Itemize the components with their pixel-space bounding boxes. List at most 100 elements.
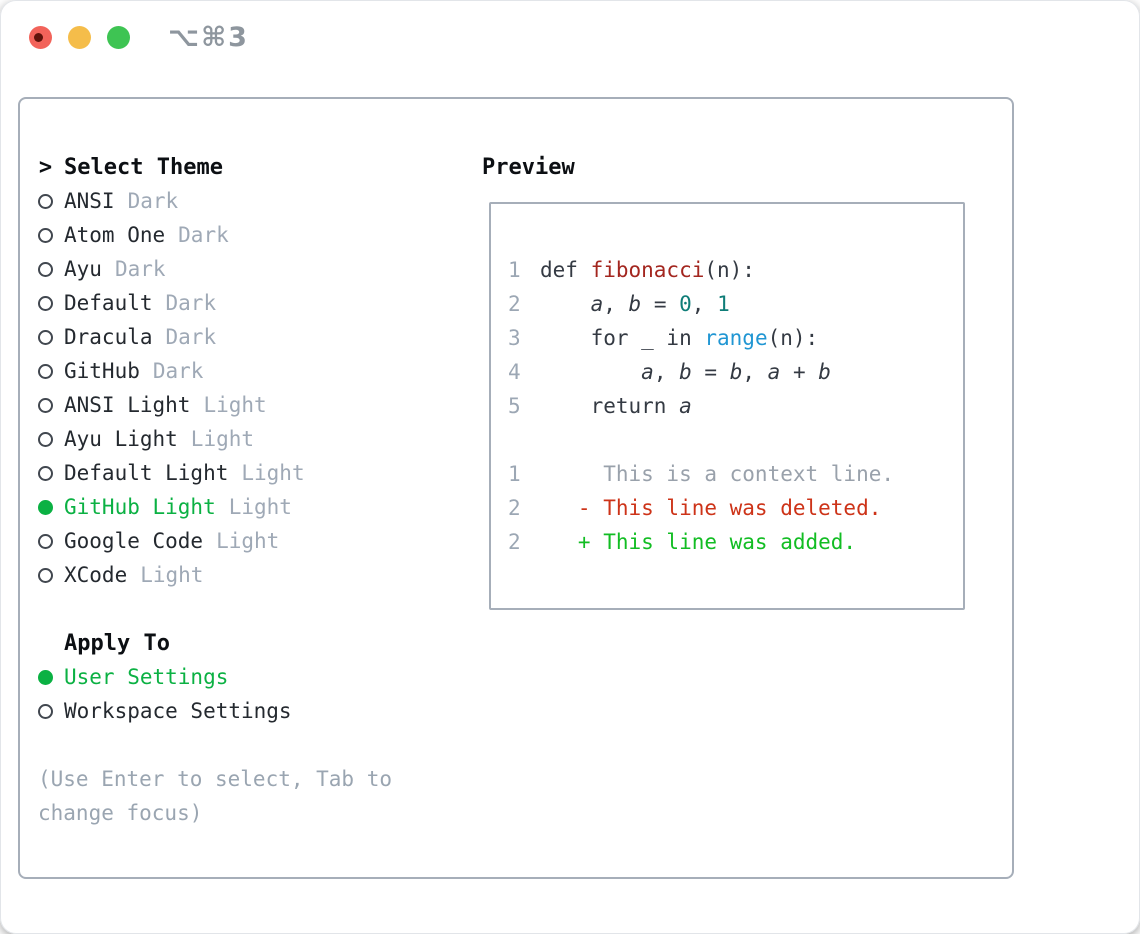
theme-name: Ayu: [64, 257, 102, 281]
code-text: a, b = b, a + b: [641, 360, 831, 384]
line-number: 2: [508, 496, 521, 520]
radio-selected-icon: [38, 499, 53, 515]
apply-to-header: Apply To: [38, 626, 482, 660]
diff-line-added: 2 + This line was added.: [508, 525, 963, 559]
radio-icon: [38, 533, 53, 549]
apply-to-heading: Apply To: [64, 630, 170, 656]
zoom-button[interactable]: [107, 25, 130, 49]
line-number: 1: [508, 258, 521, 282]
theme-variant-tag: Dark: [127, 189, 179, 213]
radio-icon: [38, 227, 53, 243]
theme-name: XCode: [64, 563, 128, 587]
code-text: return a: [540, 394, 692, 418]
theme-name: Google Code: [64, 529, 204, 553]
selection-caret-icon: >: [38, 154, 53, 180]
radio-slot: [38, 533, 53, 549]
line-number: 1: [508, 462, 521, 486]
theme-option-ansi[interactable]: ANSI Dark: [38, 184, 482, 218]
diff-line-context: 1 This is a context line.: [508, 457, 963, 491]
spacer: [38, 592, 482, 626]
radio-slot: [38, 465, 53, 481]
diff-text: This is a context line.: [540, 462, 895, 486]
line-number: 5: [508, 394, 521, 418]
line-number: 2: [508, 530, 521, 554]
radio-icon: [38, 193, 53, 209]
apply-option-label: User Settings: [64, 665, 229, 689]
theme-variant-tag: Dark: [152, 359, 204, 383]
radio-slot: [38, 567, 53, 583]
code-line: 2 a, b = 0, 1: [508, 287, 963, 321]
theme-name: Default Light: [64, 461, 229, 485]
titlebar: ⌥⌘3: [0, 0, 1140, 74]
radio-slot: [38, 703, 53, 719]
theme-option-ayu-light[interactable]: Ayu Light Light: [38, 422, 482, 456]
apply-option-workspace-settings[interactable]: Workspace Settings: [38, 694, 482, 728]
radio-slot: [38, 669, 53, 685]
theme-variant-tag: Light: [216, 529, 280, 553]
code-line: 3 for _ in range(n):: [508, 321, 963, 355]
radio-slot: [38, 227, 53, 243]
select-theme-heading: Select Theme: [64, 154, 223, 180]
radio-slot: [38, 329, 53, 345]
radio-slot: [38, 499, 53, 515]
theme-variant-tag: Light: [203, 393, 267, 417]
code-text: a, b = 0, 1: [590, 292, 730, 316]
diff-line-deleted: 2 - This line was deleted.: [508, 491, 963, 525]
line-number: 2: [508, 292, 521, 316]
radio-slot: [38, 193, 53, 209]
code-line: 5 return a: [508, 389, 963, 423]
preview-heading: Preview: [482, 154, 575, 180]
radio-selected-icon: [38, 669, 53, 685]
theme-variant-tag: Light: [190, 427, 255, 451]
theme-name: GitHub Light: [64, 495, 216, 519]
theme-name: GitHub: [64, 359, 140, 383]
theme-variant-tag: Dark: [165, 291, 217, 315]
theme-option-default-light[interactable]: Default Light Light: [38, 456, 482, 490]
diff-text: - This line was deleted.: [540, 496, 882, 520]
theme-option-ansi-light[interactable]: ANSI Light Light: [38, 388, 482, 422]
apply-option-user-settings[interactable]: User Settings: [38, 660, 482, 694]
theme-variant-tag: Dark: [178, 223, 229, 247]
theme-option-github[interactable]: GitHub Dark: [38, 354, 482, 388]
close-dot-icon: [34, 32, 43, 42]
code-text: for _ in range(n):: [540, 326, 819, 350]
theme-option-google-code[interactable]: Google Code Light: [38, 524, 482, 558]
radio-slot: [38, 431, 53, 447]
radio-slot: [38, 363, 53, 379]
radio-icon: [38, 465, 53, 481]
line-number: 3: [508, 326, 521, 350]
theme-name: Default: [64, 291, 153, 315]
diff-preview: 1 This is a context line.2 - This line w…: [508, 457, 963, 559]
select-theme-header: > Select Theme: [38, 150, 482, 184]
theme-variant-tag: Light: [241, 461, 305, 485]
diff-text: + This line was added.: [540, 530, 857, 554]
theme-name: ANSI Light: [64, 393, 191, 417]
theme-name: ANSI: [64, 189, 115, 213]
theme-name: Dracula: [64, 325, 153, 349]
theme-variant-tag: Light: [140, 563, 204, 587]
blank-line: [508, 423, 963, 457]
radio-icon: [38, 363, 53, 379]
radio-icon: [38, 567, 53, 583]
minimize-button[interactable]: [68, 25, 91, 49]
theme-option-default[interactable]: Default Dark: [38, 286, 482, 320]
radio-icon: [38, 295, 53, 311]
radio-icon: [38, 397, 53, 413]
line-number: 4: [508, 360, 521, 384]
theme-option-xcode[interactable]: XCode Light: [38, 558, 482, 592]
theme-name: Atom One: [64, 223, 166, 247]
radio-icon: [38, 329, 53, 345]
theme-option-atom-one[interactable]: Atom One Dark: [38, 218, 482, 252]
theme-name: Ayu Light: [64, 427, 178, 451]
radio-slot: [38, 261, 53, 277]
close-button[interactable]: [29, 25, 52, 49]
